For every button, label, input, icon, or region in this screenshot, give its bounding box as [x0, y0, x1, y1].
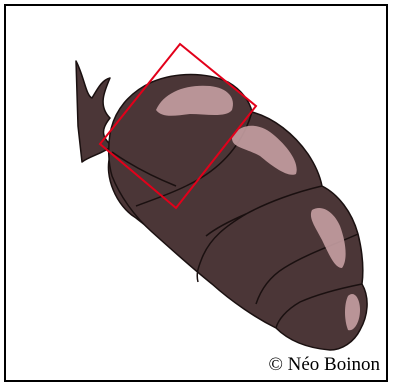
copyright-credit: © Néo Boinon [268, 353, 380, 377]
image-frame: © Néo Boinon [4, 4, 388, 382]
abdomen-illustration [6, 6, 390, 384]
thorax-stub [76, 61, 112, 162]
abdomen-body [76, 61, 367, 350]
